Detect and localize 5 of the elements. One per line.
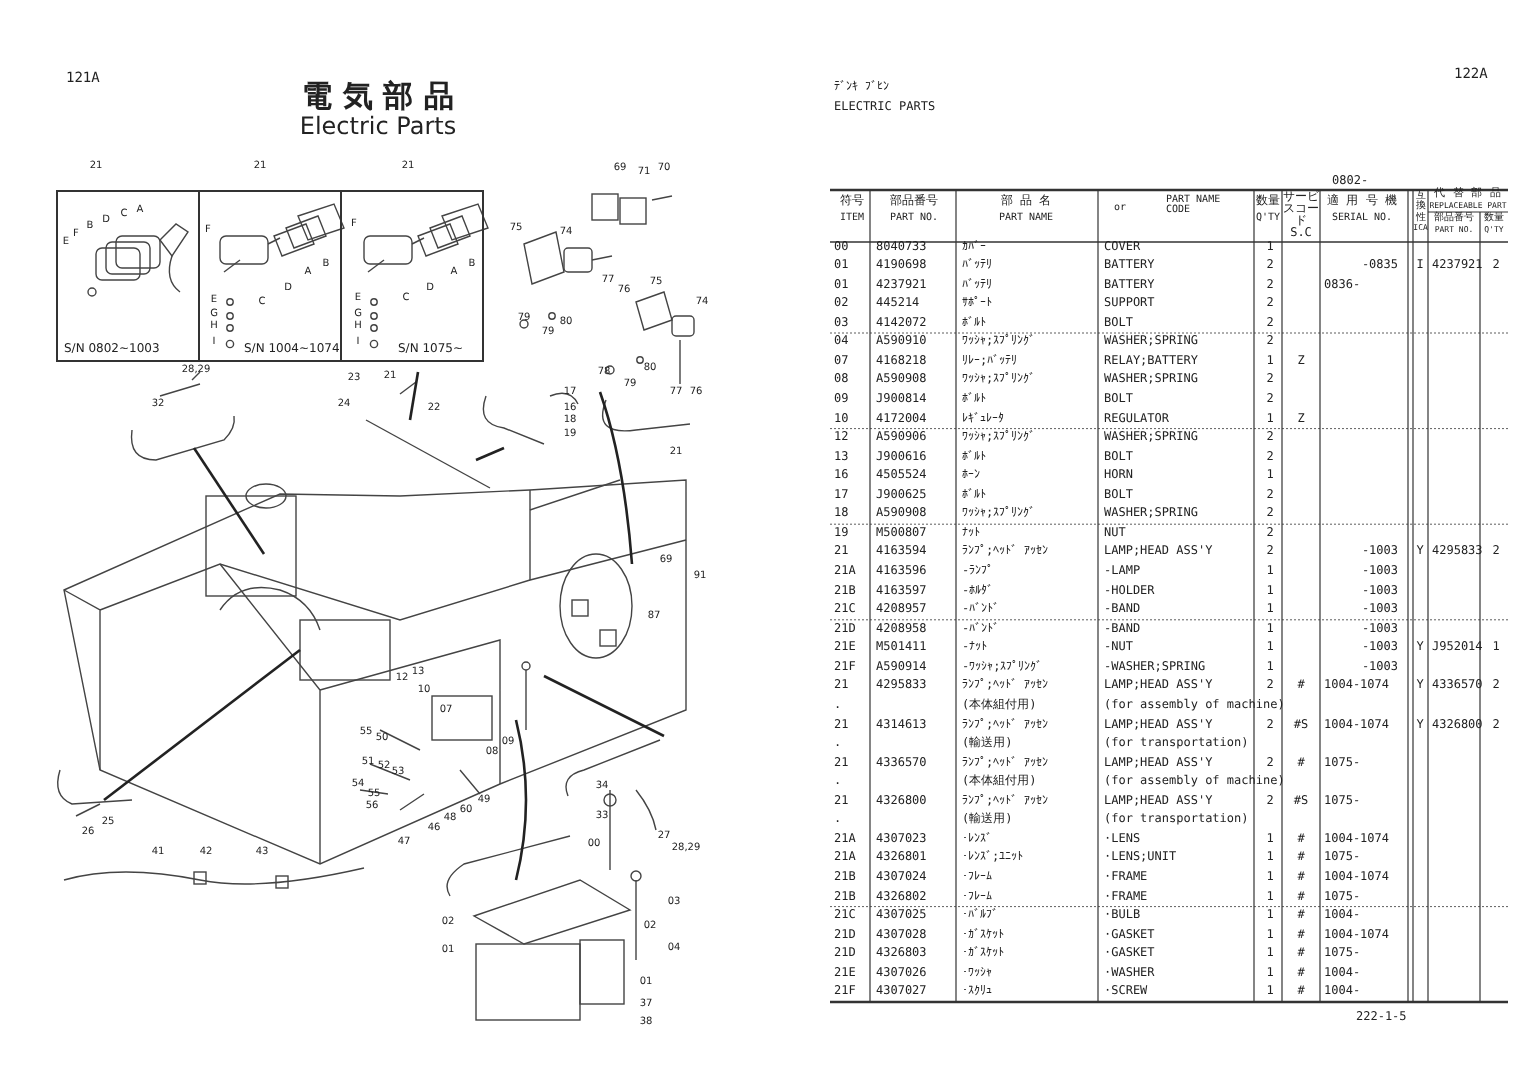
inset-panel <box>340 190 484 362</box>
inset-panel <box>198 190 342 362</box>
inset-panel <box>56 190 200 362</box>
page-subtitle: Electric Parts <box>299 114 457 138</box>
page-title: 電 気 部 品 <box>302 82 454 112</box>
